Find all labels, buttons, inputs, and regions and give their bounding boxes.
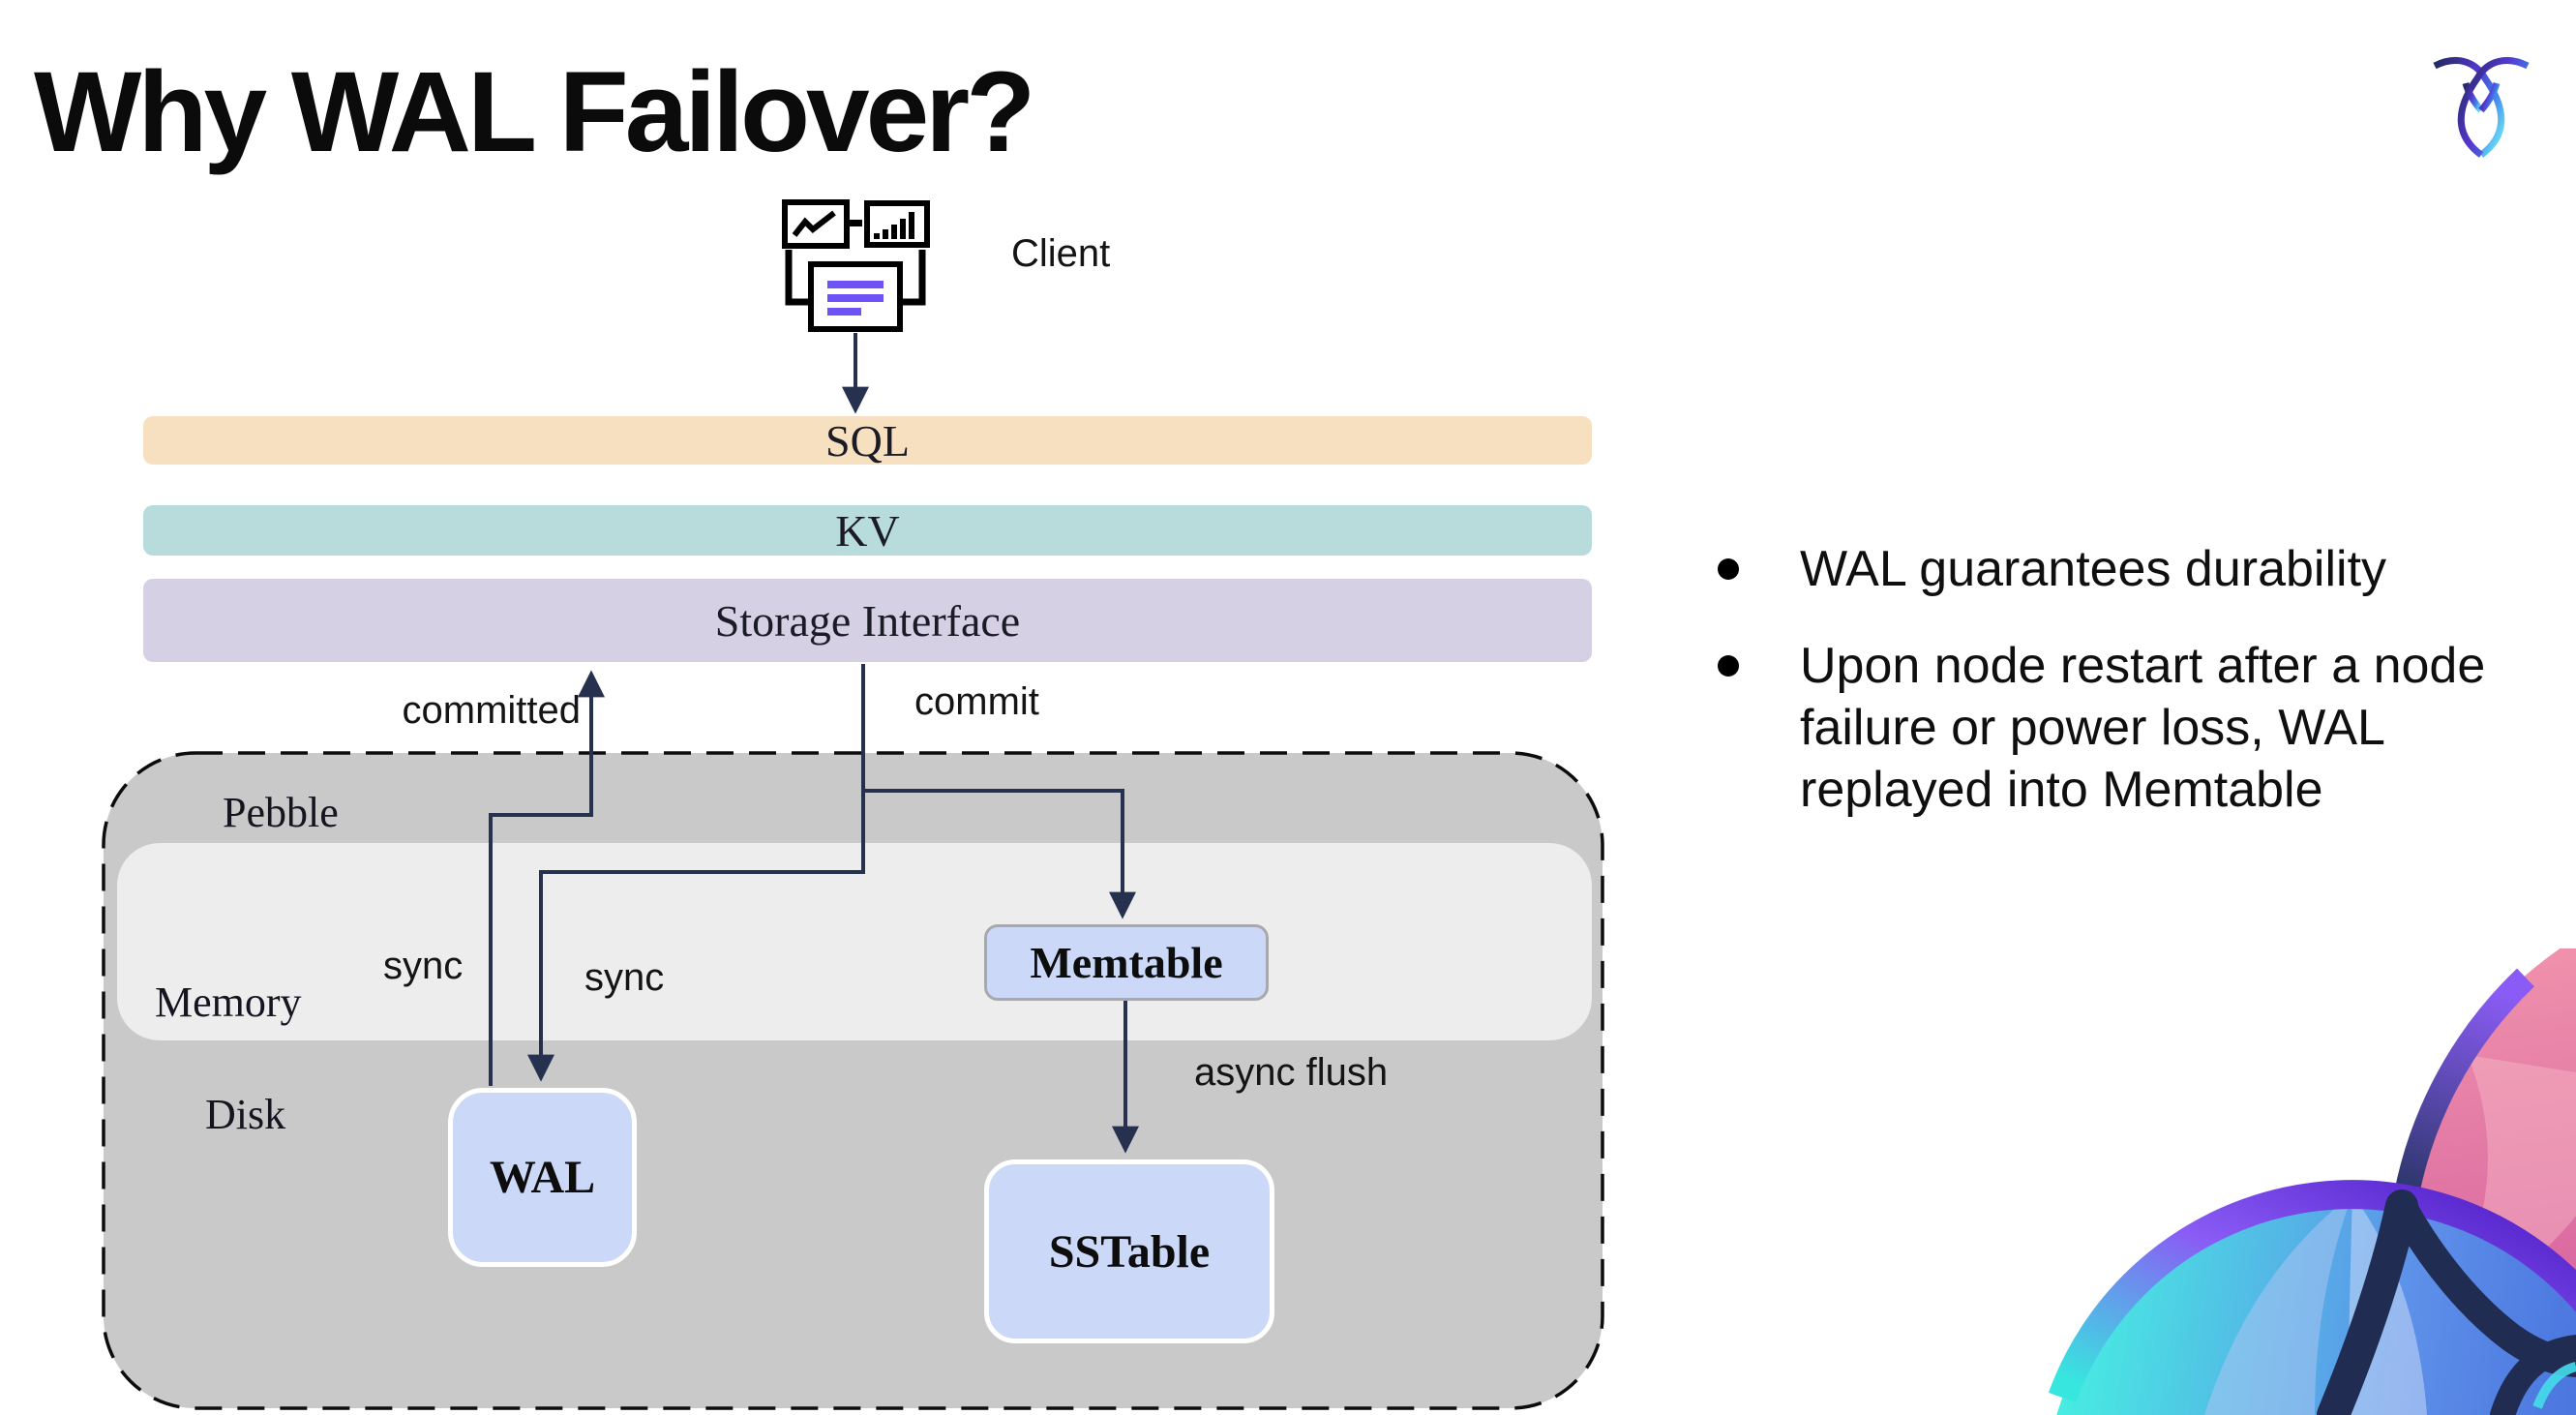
dash-connector: [850, 220, 862, 226]
layer-storage-interface: Storage Interface: [143, 579, 1592, 662]
pebble-label: Pebble: [223, 789, 339, 836]
page-title: Why WAL Failover?: [34, 48, 1035, 176]
layer-sql-label: SQL: [825, 415, 910, 466]
disk-label: Disk: [205, 1091, 286, 1138]
edge-committed: [489, 670, 605, 1086]
wal-node: WAL: [448, 1088, 637, 1267]
right-bracket: [895, 250, 926, 306]
bullet-list: WAL guarantees durability Upon node rest…: [1692, 538, 2544, 821]
sstable-node: SSTable: [984, 1159, 1274, 1343]
layer-kv: KV: [143, 505, 1592, 556]
committed-label: committed: [402, 689, 582, 732]
brand-artwork-decoration: [2048, 948, 2576, 1415]
wal-node-label: WAL: [489, 1152, 596, 1203]
left-bracket: [785, 250, 816, 306]
cockroachdb-logo-icon: [2433, 56, 2530, 158]
edge-commit-to-memtable: [863, 789, 1136, 919]
async-flush-label: async flush: [1194, 1051, 1389, 1094]
layer-storage-interface-label: Storage Interface: [714, 595, 1021, 646]
bullet-item: WAL guarantees durability: [1692, 538, 2516, 600]
memtable-node-label: Memtable: [1030, 938, 1223, 987]
edge-commit-sync-to-wal: [527, 664, 865, 1082]
layer-sql: SQL: [143, 415, 1592, 466]
layer-kv-label: KV: [835, 505, 900, 556]
sync-left-label: sync: [383, 945, 464, 987]
bullet-item: Upon node restart after a node failure o…: [1692, 635, 2516, 821]
sync-right-label: sync: [584, 956, 665, 999]
commit-label: commit: [914, 680, 1039, 723]
memtable-node: Memtable: [984, 924, 1269, 1001]
sstable-node-label: SSTable: [1048, 1225, 1211, 1278]
memory-label: Memory: [155, 978, 302, 1026]
client-workstation-icon: [782, 199, 930, 332]
client-label: Client: [1011, 232, 1111, 275]
